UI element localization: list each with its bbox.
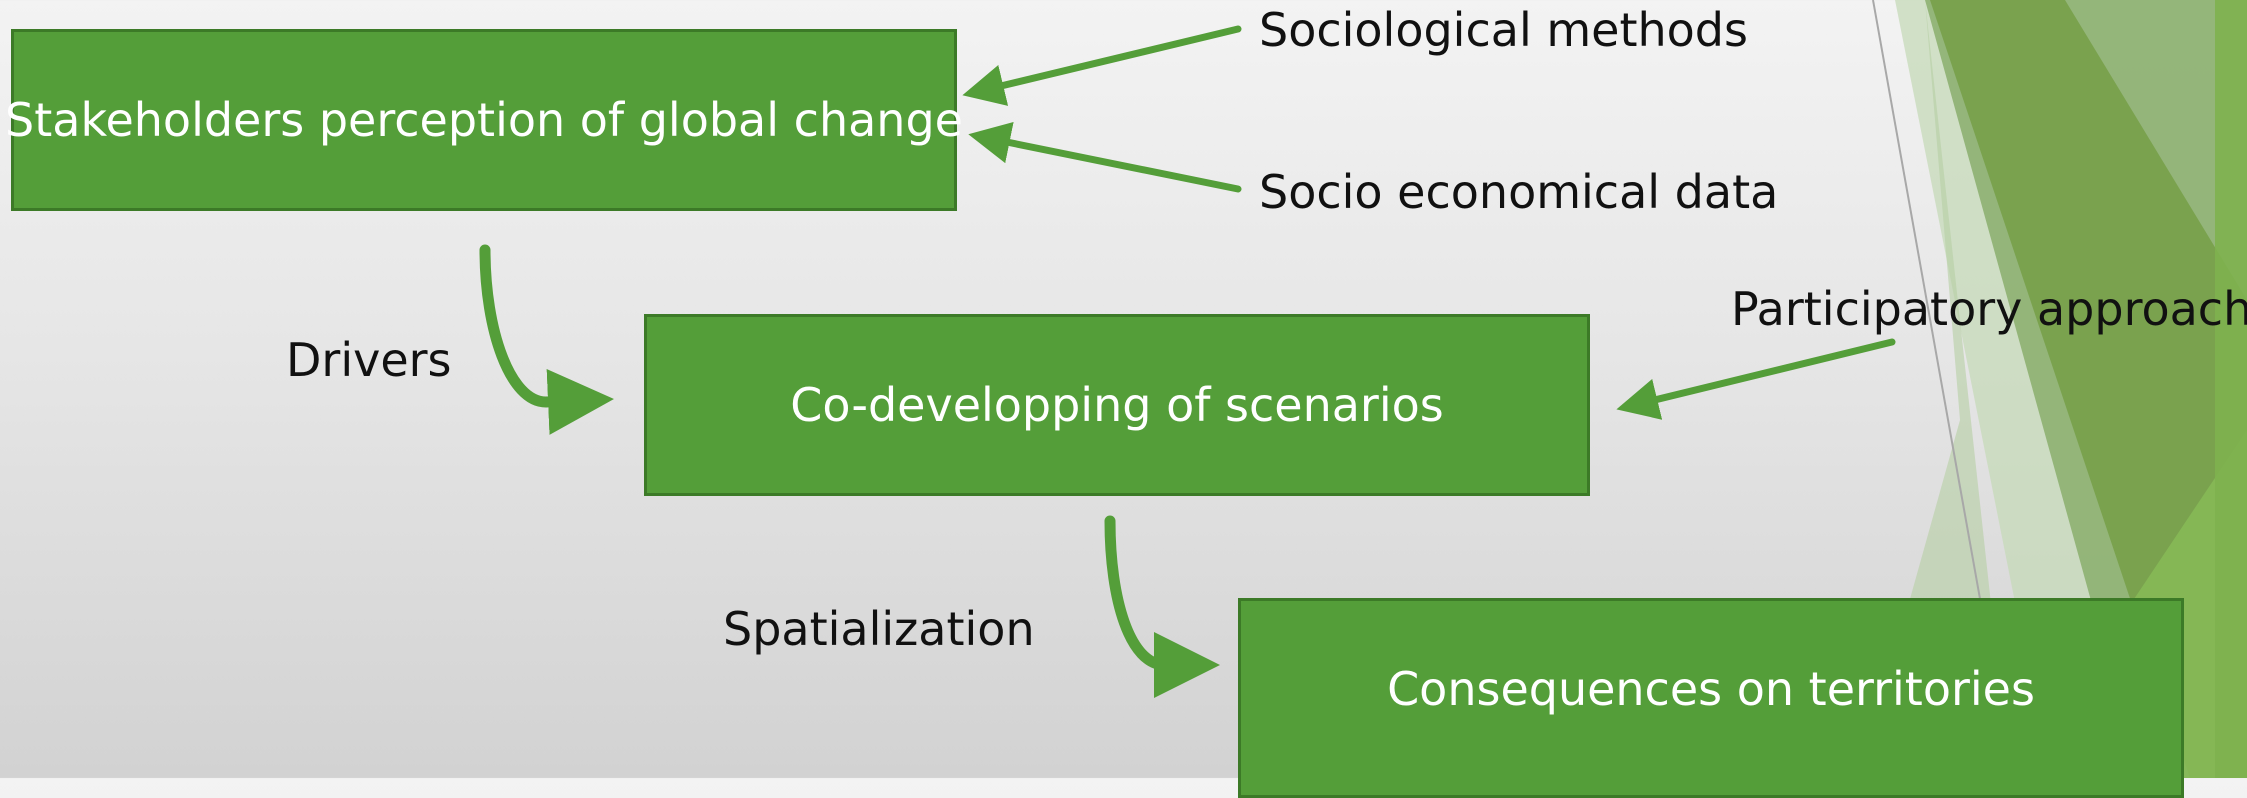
arrow-spatialization-curve xyxy=(1104,515,1220,698)
arrow-participatory-to-scenarios xyxy=(1616,338,1896,420)
label-sociological-methods: Sociological methods xyxy=(1259,3,1748,57)
label-drivers: Drivers xyxy=(286,333,452,387)
arrow-sociological-to-perception xyxy=(962,25,1242,106)
arrow-drivers-curve xyxy=(479,244,614,435)
arrow-socioeco-to-perception xyxy=(968,121,1242,193)
box-co-developping-scenarios: Co-developping of scenarios xyxy=(644,314,1590,496)
decor-triangle-right-edge xyxy=(2215,0,2247,778)
box-co-developping-scenarios-label: Co-developping of scenarios xyxy=(790,378,1444,432)
box-stakeholders-perception: Stakeholders perception of global change xyxy=(5,29,963,211)
label-socio-economical-data: Socio economical data xyxy=(1259,165,1779,219)
box-consequences-territories: Consequences on territories xyxy=(1238,598,2184,798)
box-consequences-territories-label: Consequences on territories xyxy=(1387,662,2035,716)
label-spatialization: Spatialization xyxy=(723,602,1035,656)
box-stakeholders-perception-label: Stakeholders perception of global change xyxy=(5,93,963,147)
label-participatory-approach: Participatory approach xyxy=(1731,282,2247,336)
